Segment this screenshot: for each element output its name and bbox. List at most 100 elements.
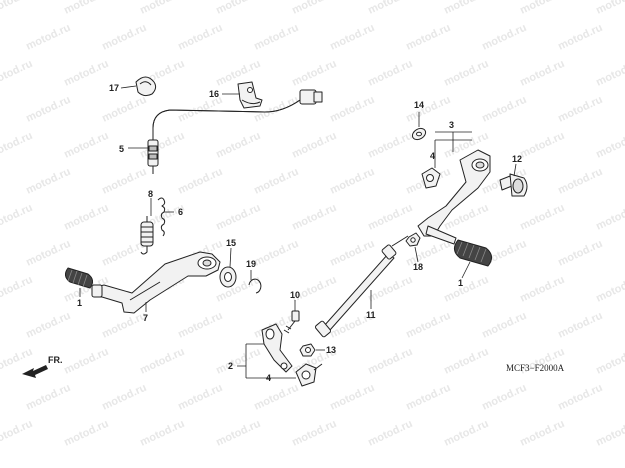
- watermark-text: motod.ru: [556, 94, 604, 125]
- callout-17: 17: [109, 83, 119, 93]
- watermark-text: motod.ru: [594, 202, 625, 233]
- watermark-text: motod.ru: [404, 382, 452, 413]
- watermark-text: motod.ru: [252, 94, 300, 125]
- part-15-washer[interactable]: [219, 266, 237, 288]
- watermark-text: motod.ru: [214, 202, 262, 233]
- watermark-text: motod.ru: [24, 166, 72, 197]
- part-4-ball-joint-lower[interactable]: [295, 363, 323, 387]
- watermark-text: motod.ru: [556, 310, 604, 341]
- direction-label: FR.: [48, 355, 63, 365]
- callout-12: 12: [512, 154, 522, 164]
- watermark-text: motod.ru: [24, 238, 72, 269]
- part-12-bolt[interactable]: [499, 173, 528, 197]
- watermark-text: motod.ru: [100, 382, 148, 413]
- watermark-text: motod.ru: [62, 130, 110, 161]
- watermark-text: motod.ru: [138, 346, 186, 377]
- watermark-text: motod.ru: [138, 418, 186, 449]
- watermark-text: motod.ru: [176, 22, 224, 53]
- callout-15: 15: [226, 238, 236, 248]
- watermark-text: motod.ru: [594, 58, 625, 89]
- watermark-text: motod.ru: [0, 130, 34, 161]
- part-8-spring[interactable]: [140, 216, 154, 255]
- watermark-text: motod.ru: [24, 382, 72, 413]
- watermark-text: motod.ru: [62, 202, 110, 233]
- watermark-text: motod.ru: [518, 418, 566, 449]
- watermark-text: motod.ru: [100, 310, 148, 341]
- callout-4-lower: 4: [266, 373, 271, 383]
- part-16-cable-clamp[interactable]: [237, 81, 263, 109]
- leader-lines: [79, 85, 517, 379]
- watermark-text: motod.ru: [404, 94, 452, 125]
- part-18-nut[interactable]: [405, 232, 421, 247]
- part-1-footpeg-rubber-right[interactable]: [454, 239, 492, 267]
- part-19-snap-ring[interactable]: [248, 278, 262, 294]
- callout-13: 13: [326, 345, 336, 355]
- watermark-text: motod.ru: [480, 310, 528, 341]
- watermark-text: motod.ru: [480, 94, 528, 125]
- callout-14: 14: [414, 100, 424, 110]
- callout-2: 2: [228, 361, 233, 371]
- watermark-text: motod.ru: [594, 274, 625, 305]
- watermark-text: motod.ru: [214, 0, 262, 17]
- part-5-brake-switch[interactable]: [147, 89, 323, 174]
- callout-6: 6: [178, 207, 183, 217]
- watermark-text: motod.ru: [442, 58, 490, 89]
- watermark-text: motod.ru: [176, 382, 224, 413]
- part-17-clip[interactable]: [135, 76, 157, 97]
- watermark-text: motod.ru: [62, 346, 110, 377]
- watermark-text: motod.ru: [328, 238, 376, 269]
- watermark-text: motod.ru: [176, 310, 224, 341]
- watermark-text: motod.ru: [442, 274, 490, 305]
- watermark-text: motod.ru: [290, 0, 338, 17]
- watermark-text: motod.ru: [556, 238, 604, 269]
- part-7-brake-pedal[interactable]: [91, 251, 221, 314]
- watermark-text: motod.ru: [366, 346, 414, 377]
- part-6-spring[interactable]: [157, 197, 166, 237]
- watermark-text: motod.ru: [328, 166, 376, 197]
- watermark-text: motod.ru: [62, 0, 110, 17]
- watermark-text: motod.ru: [176, 166, 224, 197]
- callout-10: 10: [290, 290, 300, 300]
- watermark-text: motod.ru: [252, 382, 300, 413]
- part-11-shift-rod[interactable]: [314, 235, 409, 338]
- watermark-text: motod.ru: [594, 346, 625, 377]
- watermark-text: motod.ru: [594, 130, 625, 161]
- watermark-text: motod.ru: [556, 382, 604, 413]
- callout-4-upper: 4: [430, 151, 435, 161]
- callout-1-right: 1: [458, 278, 463, 288]
- watermark-text: motod.ru: [594, 0, 625, 17]
- part-1-footpeg-rubber-left[interactable]: [64, 267, 94, 289]
- part-14-washer[interactable]: [410, 126, 427, 142]
- watermark-text: motod.ru: [556, 166, 604, 197]
- watermark-text: motod.ru: [518, 0, 566, 17]
- watermark-text: motod.ru: [366, 418, 414, 449]
- watermark-text: motod.ru: [366, 58, 414, 89]
- watermark-text: motod.ru: [556, 22, 604, 53]
- watermark-text: motod.ru: [100, 94, 148, 125]
- watermark-text: motod.ru: [100, 166, 148, 197]
- watermark-text: motod.ru: [366, 130, 414, 161]
- watermark-text: motod.ru: [518, 58, 566, 89]
- watermark-text: motod.ru: [252, 22, 300, 53]
- callout-11: 11: [366, 310, 376, 320]
- part-10-bolt[interactable]: [283, 310, 300, 334]
- watermark-text: motod.ru: [442, 346, 490, 377]
- callout-19: 19: [246, 259, 256, 269]
- watermark-text: motod.ru: [480, 382, 528, 413]
- part-3-gearshift-pedal[interactable]: [417, 149, 491, 245]
- part-2-shift-arm[interactable]: [261, 323, 293, 373]
- watermark-text: motod.ru: [100, 22, 148, 53]
- callout-16: 16: [209, 89, 219, 99]
- watermark-text: motod.ru: [518, 130, 566, 161]
- watermark-text: motod.ru: [328, 382, 376, 413]
- callout-labels: 17 16 5 8 6 1 7 15 19 10 2 4 13 11 18 14…: [77, 83, 522, 383]
- watermark-text: motod.ru: [24, 94, 72, 125]
- watermark-text: motod.ru: [290, 202, 338, 233]
- watermark-text: motod.ru: [62, 418, 110, 449]
- part-4-ball-joint-upper[interactable]: [421, 167, 441, 189]
- callout-3: 3: [449, 120, 454, 130]
- watermark-text: motod.ru: [138, 130, 186, 161]
- watermark-text: motod.ru: [24, 22, 72, 53]
- part-13-nut[interactable]: [299, 343, 316, 357]
